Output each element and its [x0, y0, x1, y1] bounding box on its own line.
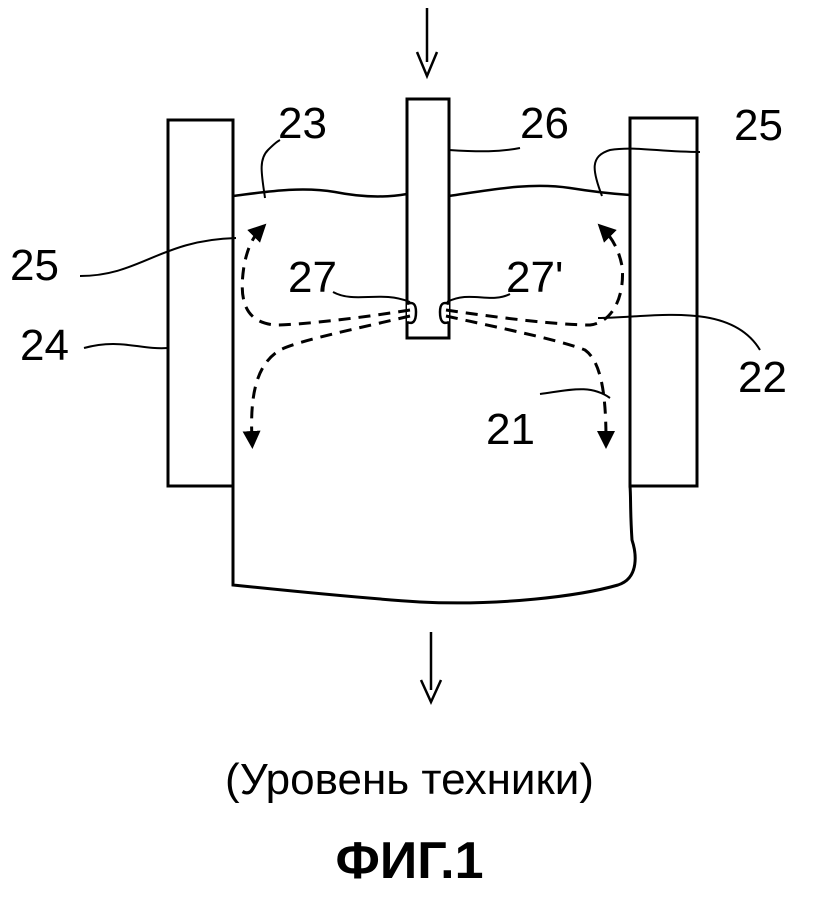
- label-23: 23: [278, 99, 327, 148]
- label-27-prime: 27': [506, 253, 563, 302]
- meniscus-line-right: [448, 184, 631, 198]
- label-22: 22: [738, 353, 787, 402]
- submerged-nozzle: [405, 97, 451, 340]
- mold-wall-left: [166, 118, 235, 488]
- label-25-left: 25: [10, 241, 59, 290]
- label-24: 24: [20, 321, 69, 370]
- label-25-right: 25: [734, 101, 783, 150]
- label-21: 21: [486, 405, 535, 454]
- figure-title: ФИГ.1: [335, 832, 484, 890]
- label-27: 27: [288, 253, 337, 302]
- leader-lines: [79, 139, 761, 399]
- label-26: 26: [520, 99, 569, 148]
- inflow-arrow: [415, 8, 439, 80]
- cast-strand-outline: [231, 485, 637, 605]
- figure-subtitle: (Уровень техники): [225, 755, 594, 804]
- outflow-arrow: [419, 632, 443, 706]
- meniscus-line: [232, 188, 408, 198]
- mold-wall-right: [628, 116, 699, 488]
